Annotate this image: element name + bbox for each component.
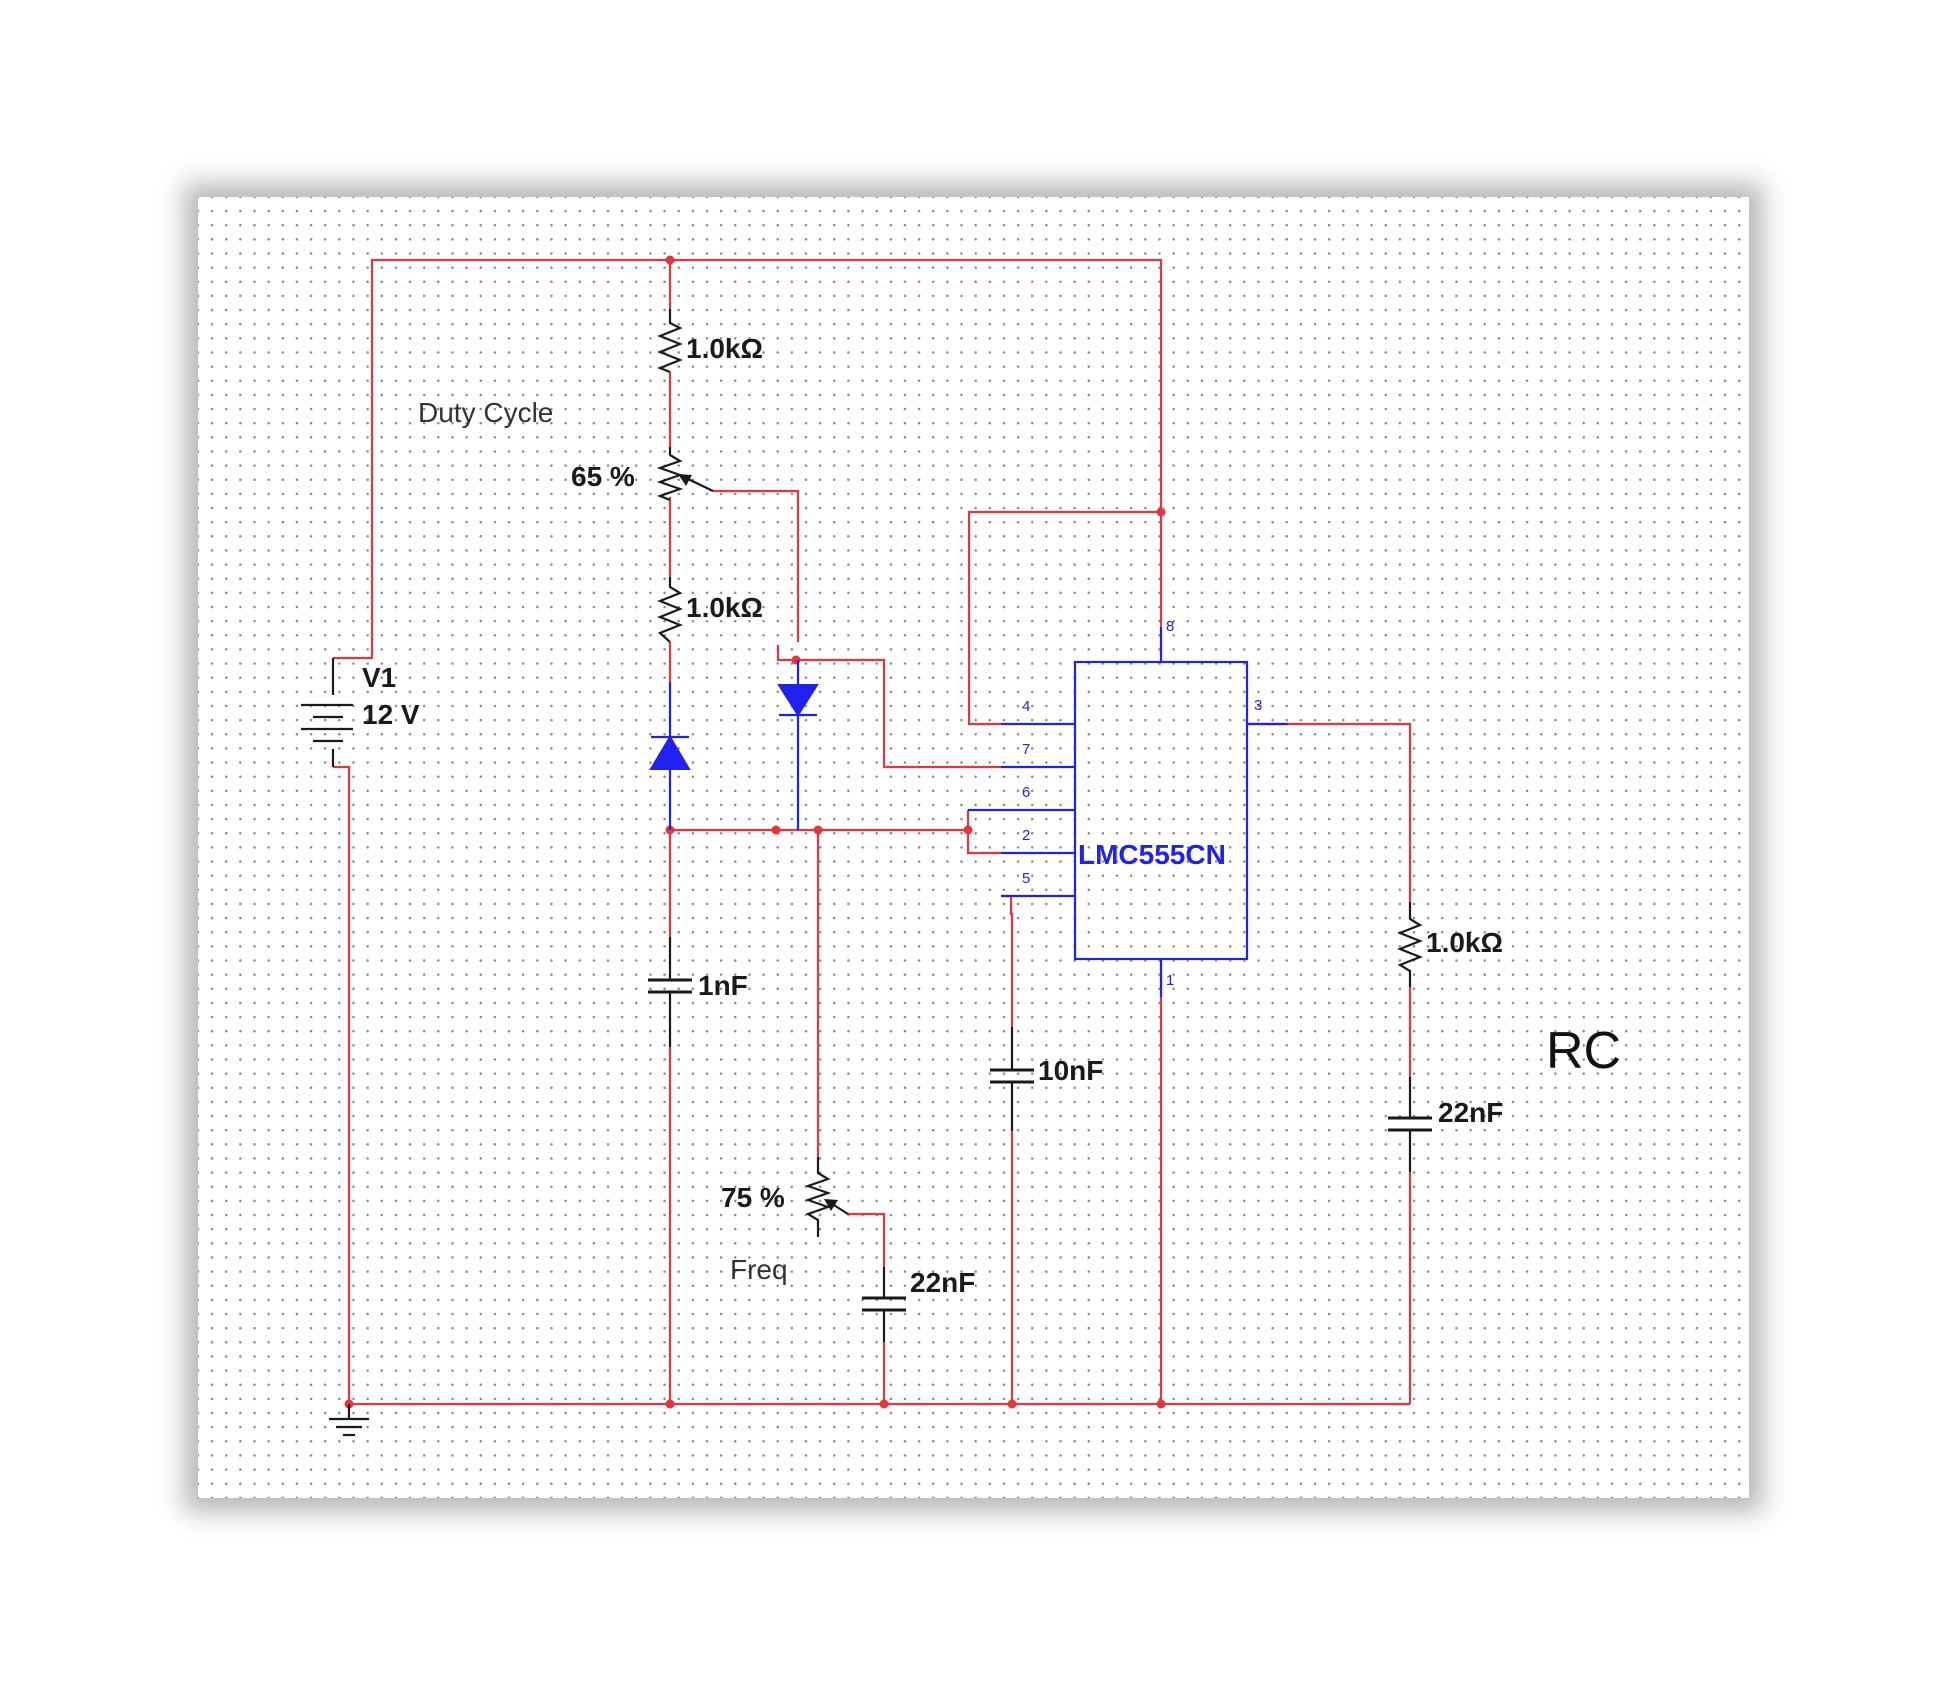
wire-pin5-to-c-ctrl <box>1001 894 1014 1027</box>
junction-gnd-ctrl <box>1007 1399 1017 1409</box>
junction-gnd-freq <box>879 1399 889 1409</box>
pot-freq-arrow-icon <box>824 1199 838 1211</box>
capacitor-out-value: 22nF <box>1438 1097 1503 1128</box>
resistor-out-value: 1.0kΩ <box>1426 927 1503 958</box>
ic-pin2-label: 2 <box>1022 827 1030 844</box>
schematic-canvas: V1 12 V 1.0kΩ 65 % Duty Cycle 1.0kΩ <box>198 197 1749 1498</box>
wire-node-to-pin2 <box>670 828 1001 855</box>
ic-pin4-label: 4 <box>1022 698 1030 715</box>
ic-pin1-label: 1 <box>1166 972 1174 989</box>
junction-pin2-6 <box>963 825 973 835</box>
pot-freq[interactable]: 75 % Freq <box>721 1157 849 1285</box>
resistor-top[interactable]: 1.0kΩ <box>657 309 763 374</box>
freq-note: Freq <box>730 1254 788 1285</box>
junction-gnd-timing <box>665 1399 675 1409</box>
wire-out-to-r-out <box>1248 722 1412 902</box>
circuit-schematic: V1 12 V 1.0kΩ 65 % Duty Cycle 1.0kΩ <box>301 255 1621 1437</box>
wire-freq-wiper <box>848 1212 886 1267</box>
ic-pin5-label: 5 <box>1022 870 1030 887</box>
pot-freq-value: 75 % <box>721 1182 785 1213</box>
capacitor-timing[interactable]: 1nF <box>648 937 748 1047</box>
ground-icon <box>329 1404 369 1437</box>
duty-cycle-note: Duty Cycle <box>418 397 553 428</box>
ic-name: LMC555CN <box>1078 839 1226 870</box>
battery-name: V1 <box>362 662 396 693</box>
capacitor-freq-value: 22nF <box>910 1267 975 1298</box>
capacitor-freq[interactable]: 22nF <box>862 1267 975 1342</box>
battery-voltage: 12 V <box>362 699 420 730</box>
resistor-out-zigzag <box>1397 902 1423 987</box>
junction-wiper <box>791 655 801 665</box>
wire-battery-to-gnd <box>333 765 351 1404</box>
ic-pin3-label: 3 <box>1254 697 1262 714</box>
pot-duty-wiper-line <box>685 477 714 492</box>
junction-vcc-top <box>665 255 675 265</box>
resistor-out[interactable]: 1.0kΩ <box>1397 902 1503 987</box>
junction-timing-right <box>813 825 823 835</box>
ic-pin6-label: 6 <box>1022 784 1030 801</box>
pot-freq-zigzag <box>804 1157 832 1237</box>
capacitor-timing-value: 1nF <box>698 970 748 1001</box>
pot-duty-arrow-icon <box>678 474 692 486</box>
capacitor-ctrl-value: 10nF <box>1038 1055 1103 1086</box>
ic-pin7-label: 7 <box>1022 741 1030 758</box>
diode-left-triangle-icon <box>649 735 691 770</box>
capacitor-ctrl[interactable]: 10nF <box>990 1027 1103 1131</box>
diode-left[interactable] <box>649 682 691 830</box>
junction-timing-mid <box>771 825 781 835</box>
resistor-top-value: 1.0kΩ <box>686 333 763 364</box>
battery-v1[interactable]: V1 12 V <box>301 658 420 767</box>
diode-right-triangle-icon <box>777 684 819 717</box>
pot-duty-value: 65 % <box>571 461 635 492</box>
pot-duty[interactable]: 65 % Duty Cycle <box>418 397 714 502</box>
pot-duty-zigzag <box>656 447 684 502</box>
resistor-mid-zigzag <box>657 577 683 643</box>
capacitor-out[interactable]: 22nF <box>1388 1077 1503 1172</box>
ic-pin8-label: 8 <box>1166 618 1174 635</box>
junction-gnd-ic <box>1156 1399 1166 1409</box>
resistor-mid-value: 1.0kΩ <box>686 592 763 623</box>
wires <box>333 258 1412 1406</box>
junctions <box>344 255 1166 1409</box>
resistor-mid[interactable]: 1.0kΩ <box>657 577 763 643</box>
wire-wiper-to-pin7 <box>776 645 1001 769</box>
diode-right[interactable] <box>777 660 819 830</box>
junction-vcc-reset <box>1156 507 1166 517</box>
resistor-top-zigzag <box>657 309 683 374</box>
wire-vcc-top <box>333 258 1163 660</box>
rc-label: RC <box>1546 1022 1621 1080</box>
wire-pot-wiper <box>713 489 800 642</box>
ic-body <box>1073 660 1249 961</box>
ic-lmc555cn[interactable]: 8 4 7 6 2 5 3 1 LMC555CN <box>968 618 1288 997</box>
wire-vcc-to-reset <box>967 510 1161 726</box>
